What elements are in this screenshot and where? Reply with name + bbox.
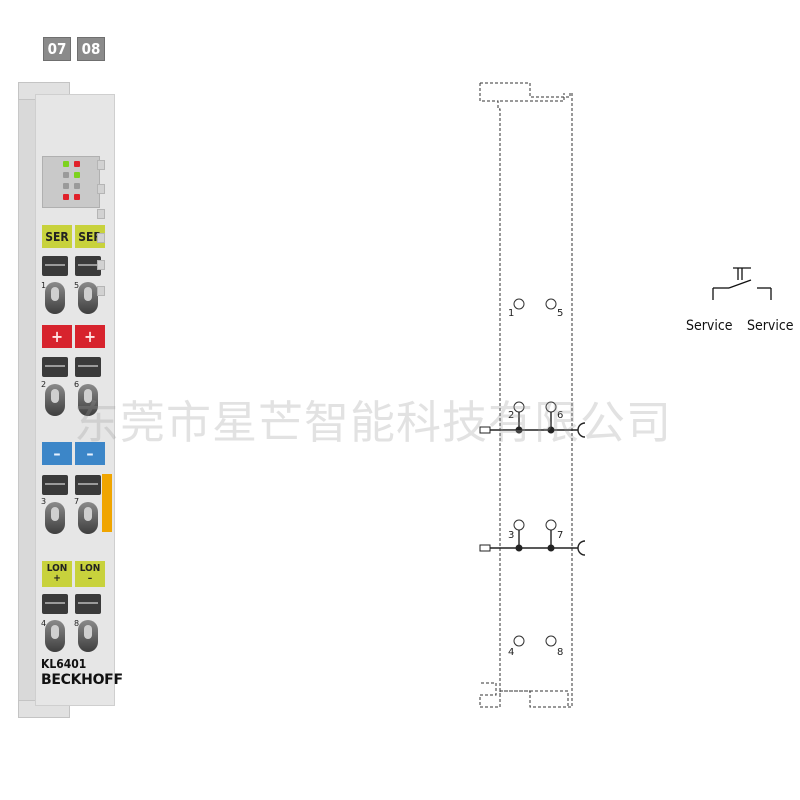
badge-plus-left: + <box>42 325 72 348</box>
badge-ser-left: SER <box>42 225 72 248</box>
schem-label-1: 1 <box>508 308 515 319</box>
schem-terminal-7 <box>545 519 557 531</box>
module-outline <box>479 82 573 708</box>
schem-terminal-1 <box>513 298 525 310</box>
terminal-number-3: 3 <box>41 497 47 506</box>
led-window <box>42 156 100 208</box>
schem-node-2 <box>515 426 523 434</box>
led-green-1 <box>63 161 69 167</box>
badge-lon-plus: LON + <box>42 561 72 587</box>
badge-minus-left: – <box>42 442 72 465</box>
terminal-number-2: 2 <box>41 380 47 389</box>
led-off-1 <box>63 172 69 178</box>
module-outline-top-inner <box>500 93 565 102</box>
release-slot-7[interactable] <box>75 475 101 495</box>
badge-plus-right: + <box>75 325 105 348</box>
terminal-schematic <box>479 82 586 708</box>
badge-lon-minus-text: LON <box>79 563 101 574</box>
spring-contact-1[interactable] <box>45 282 65 314</box>
side-contact-6 <box>97 286 105 296</box>
led-green-2 <box>74 172 80 178</box>
model-number: KL6401 <box>41 657 87 671</box>
spring-contact-2[interactable] <box>45 384 65 416</box>
schem-plug-3-7 <box>479 544 491 552</box>
badge-minus-right: – <box>75 442 105 465</box>
schem-label-5: 5 <box>557 308 564 319</box>
release-slot-4[interactable] <box>42 594 68 614</box>
side-contact-2 <box>97 184 105 194</box>
schem-label-4: 4 <box>508 647 515 658</box>
module-outline-bottom-inner <box>500 690 569 707</box>
schem-connector-3-7 <box>577 540 586 556</box>
led-red-3 <box>74 194 80 200</box>
module-outline-left <box>479 83 501 697</box>
watermark-text: 东莞市星芒智能科技有限公司 <box>74 396 673 449</box>
schem-node-7 <box>547 544 555 552</box>
led-off-3 <box>74 183 80 189</box>
badge-lon-plus-sign: + <box>53 573 61 584</box>
schem-terminal-5 <box>545 298 557 310</box>
schem-label-6: 6 <box>557 410 564 421</box>
terminal-number-4: 4 <box>41 619 47 628</box>
badge-lon-minus-sign: – <box>87 573 93 584</box>
schem-connector-2-6 <box>577 422 586 438</box>
schem-label-8: 8 <box>557 647 564 658</box>
badge-lon-plus-text: LON <box>46 563 68 574</box>
schem-terminal-3 <box>513 519 525 531</box>
led-red-2 <box>63 194 69 200</box>
schem-terminal-8 <box>545 635 557 647</box>
release-slot-2[interactable] <box>42 357 68 377</box>
release-slot-5[interactable] <box>75 256 101 276</box>
brand-logo-text: BECKHOFF <box>41 672 123 688</box>
spring-contact-6[interactable] <box>78 384 98 416</box>
side-contact-5 <box>97 260 105 270</box>
schem-label-2: 2 <box>508 410 515 421</box>
terminal-number-1: 1 <box>41 281 47 290</box>
release-slot-1[interactable] <box>42 256 68 276</box>
channel-label-07: 07 <box>43 37 71 61</box>
schem-terminal-4 <box>513 635 525 647</box>
schem-plug-2-6 <box>479 426 491 434</box>
terminal-number-5: 5 <box>74 281 80 290</box>
release-slot-8[interactable] <box>75 594 101 614</box>
release-slot-6[interactable] <box>75 357 101 377</box>
spring-contact-4[interactable] <box>45 620 65 652</box>
service-label-right: Service <box>747 318 794 334</box>
badge-lon-minus: LON – <box>75 561 105 587</box>
schem-label-3: 3 <box>508 530 515 541</box>
terminal-number-7: 7 <box>74 497 80 506</box>
led-red-1 <box>74 161 80 167</box>
side-contact-4 <box>97 233 105 243</box>
terminal-number-8: 8 <box>74 619 80 628</box>
terminal-number-6: 6 <box>74 380 80 389</box>
service-label-left: Service <box>686 318 733 334</box>
spring-contact-7[interactable] <box>78 502 98 534</box>
spring-contact-8[interactable] <box>78 620 98 652</box>
schem-label-7: 7 <box>557 530 564 541</box>
spring-contact-3[interactable] <box>45 502 65 534</box>
spring-contact-5[interactable] <box>78 282 98 314</box>
release-slot-3[interactable] <box>42 475 68 495</box>
schem-node-3 <box>515 544 523 552</box>
led-off-2 <box>63 183 69 189</box>
channel-label-08: 08 <box>77 37 105 61</box>
service-switch-symbol <box>712 267 772 300</box>
orange-marker-tab <box>102 474 112 532</box>
schem-node-6 <box>547 426 555 434</box>
side-contact-1 <box>97 160 105 170</box>
side-contact-3 <box>97 209 105 219</box>
